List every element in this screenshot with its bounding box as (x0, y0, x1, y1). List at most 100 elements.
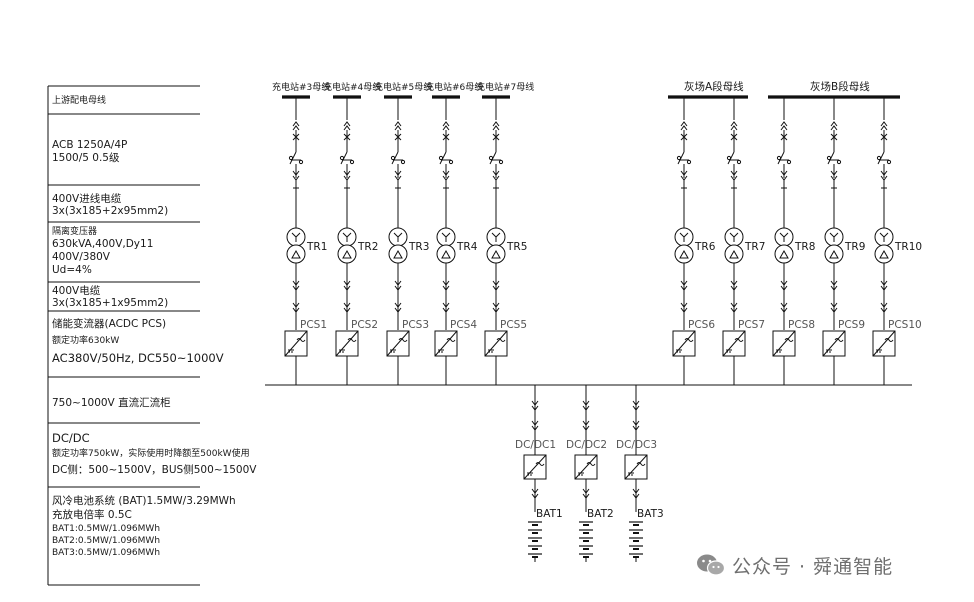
arrow-icon (492, 121, 500, 127)
transformer-secondary (388, 244, 408, 264)
arrow-icon (730, 170, 738, 176)
bus-label-3: 充电站#3母线 (272, 81, 330, 93)
panel-text: 400V/380V (52, 251, 111, 263)
watermark-text: 公众号 · 舜通智能 (732, 555, 894, 578)
delta-icon (879, 249, 889, 259)
switch-contact-icon (886, 159, 892, 165)
wye-icon (879, 232, 889, 242)
converter-symbol (872, 330, 896, 357)
bus-label-5: 充电站#5母线 (374, 81, 432, 93)
transformer-secondary (724, 244, 744, 264)
delta-icon (393, 249, 403, 259)
arrow-icon (780, 280, 788, 286)
delta-icon (829, 249, 839, 259)
switch-blade-icon (727, 151, 735, 165)
switch-blade-icon (340, 151, 348, 165)
bus-label-b: 灰场B段母线 (810, 80, 870, 93)
arrow-icon (680, 307, 688, 313)
arrow-icon (531, 493, 539, 499)
ac-wave-icon (684, 338, 694, 342)
switch-blade-icon (827, 151, 835, 165)
transformer-label: TR7 (744, 241, 765, 253)
delta-icon (291, 249, 301, 259)
arrow-icon (394, 307, 402, 313)
panel-text: 630kVA,400V,Dy11 (52, 238, 153, 250)
converter-symbol (722, 330, 746, 357)
arrow-icon (442, 307, 450, 313)
battery-label: BAT3 (637, 508, 664, 520)
arrow-icon (292, 121, 300, 127)
converter-symbol (574, 454, 598, 480)
converter-symbol (772, 330, 796, 357)
panel-text: BAT1:0.5MW/1.096MWh (52, 524, 160, 534)
transformer-secondary (874, 244, 894, 264)
delta-icon (679, 249, 689, 259)
arrow-icon (780, 121, 788, 127)
pcs-label: PCS5 (500, 319, 527, 331)
panel-text: 750~1000V 直流汇流柜 (52, 396, 171, 409)
converter-symbol (284, 330, 308, 357)
arrow-icon (394, 125, 402, 131)
delta-icon (729, 249, 739, 259)
transformer-secondary (674, 244, 694, 264)
arrow-icon (730, 307, 738, 313)
arrow-icon (492, 285, 500, 291)
arrow-icon (442, 302, 450, 308)
wye-icon (342, 232, 352, 242)
transformer-secondary (774, 244, 794, 264)
arrow-icon (780, 302, 788, 308)
arrow-icon (880, 280, 888, 286)
pcs-label: PCS10 (888, 319, 922, 331)
pcs-branches: TR1PCS1TR2PCS2TR3PCS3TR4PCS4TR5PCS5TR6PC… (284, 97, 922, 385)
switch-blade-icon (439, 151, 447, 165)
switch-contact-icon (836, 159, 842, 165)
transformer-secondary (486, 244, 506, 264)
arrow-icon (394, 121, 402, 127)
panel-text: 额定功率750kW，实际使用时降额至500kW使用 (52, 447, 250, 459)
pcs-label: PCS8 (788, 319, 815, 331)
arrow-icon (531, 400, 539, 406)
dcdc-label: DC/DC3 (616, 439, 657, 451)
arrow-icon (780, 285, 788, 291)
wye-icon (679, 232, 689, 242)
pcs-label: PCS7 (738, 319, 765, 331)
switch-contact-icon (448, 159, 454, 165)
arrow-icon (730, 125, 738, 131)
left-description-panel: 上游配电母线 ACB 1250A/4P 1500/5 0.5级 400V进线电缆… (47, 85, 257, 586)
arrow-icon (492, 125, 500, 131)
delta-icon (441, 249, 451, 259)
arrow-icon (442, 280, 450, 286)
arrow-icon (531, 488, 539, 494)
wye-icon (393, 232, 403, 242)
battery-label: BAT1 (536, 508, 563, 520)
converter-symbol (624, 454, 648, 480)
transformer-secondary (824, 244, 844, 264)
ac-wave-icon (496, 338, 506, 342)
pcs-label: PCS6 (688, 319, 715, 331)
switch-contact-icon (736, 159, 742, 165)
arrow-icon (292, 302, 300, 308)
arrow-icon (780, 307, 788, 313)
ac-wave-icon (734, 338, 744, 342)
switch-blade-icon (391, 151, 399, 165)
arrow-icon (292, 170, 300, 176)
switch-contact-icon (349, 159, 355, 165)
pcs-label: PCS4 (450, 319, 477, 331)
switch-blade-icon (777, 151, 785, 165)
panel-text: 储能变流器(ACDC PCS) (52, 317, 166, 330)
switch-contact-icon (400, 159, 406, 165)
arrow-icon (394, 285, 402, 291)
arrow-icon (492, 307, 500, 313)
switch-blade-icon (877, 151, 885, 165)
arrow-icon (442, 170, 450, 176)
panel-text: BAT2:0.5MW/1.096MWh (52, 536, 160, 546)
bus-label-6: 充电站#6母线 (425, 81, 483, 93)
wechat-icon (697, 554, 726, 576)
arrow-icon (343, 121, 351, 127)
